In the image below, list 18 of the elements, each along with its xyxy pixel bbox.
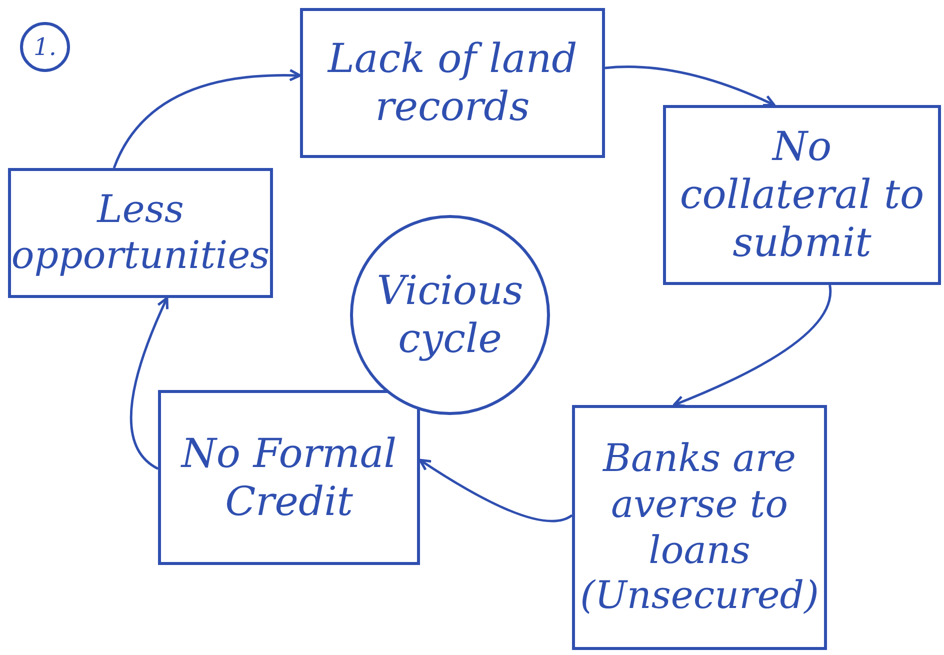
process-box xyxy=(572,405,827,650)
node-text: 1. xyxy=(34,32,56,62)
process-box xyxy=(300,8,605,158)
arrow xyxy=(112,69,302,168)
node-text: Lack of land records xyxy=(326,35,578,131)
node-text: No Formal Credit xyxy=(180,430,398,526)
process-box xyxy=(8,168,273,298)
process-box xyxy=(158,390,420,565)
arrow xyxy=(418,458,573,522)
node-text: Vicious cycle xyxy=(376,267,524,363)
arrow xyxy=(130,296,169,470)
step-number-circle xyxy=(20,22,70,72)
node-text: Less opportunities xyxy=(11,187,270,279)
arrow xyxy=(672,284,832,408)
node-text: Banks are averse to loans (Unsecured) xyxy=(580,436,819,619)
arrow xyxy=(604,66,776,107)
process-box xyxy=(663,105,941,285)
node-text: No collateral to submit xyxy=(678,123,926,267)
